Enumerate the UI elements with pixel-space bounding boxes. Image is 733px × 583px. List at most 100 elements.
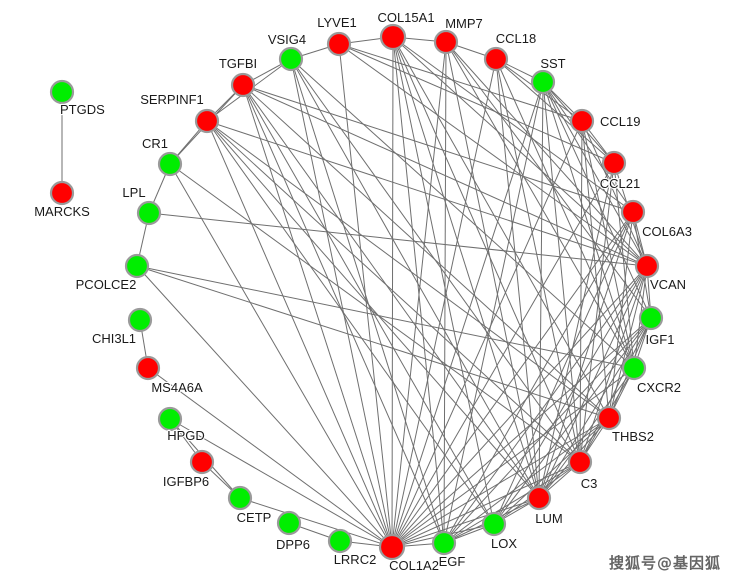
node-vsig4[interactable] bbox=[278, 46, 304, 72]
node-ccl18[interactable] bbox=[483, 46, 509, 72]
node-tgfbi[interactable] bbox=[230, 72, 256, 98]
edge bbox=[443, 265, 648, 544]
edge bbox=[495, 58, 615, 164]
edge bbox=[392, 36, 581, 463]
edge bbox=[538, 367, 635, 499]
edge bbox=[391, 367, 635, 548]
edge bbox=[542, 81, 634, 213]
edge bbox=[391, 162, 615, 548]
node-lrrc2[interactable] bbox=[327, 528, 353, 554]
edge bbox=[445, 41, 635, 369]
edge bbox=[338, 43, 615, 164]
edge bbox=[613, 162, 635, 369]
edge bbox=[392, 36, 634, 213]
node-hpgd[interactable] bbox=[157, 406, 183, 432]
edge bbox=[169, 163, 393, 548]
edge bbox=[542, 81, 581, 463]
edge bbox=[391, 417, 610, 548]
node-label-c3: C3 bbox=[581, 476, 598, 491]
node-thbs2[interactable] bbox=[596, 405, 622, 431]
node-ccl19[interactable] bbox=[569, 108, 595, 134]
node-marcks[interactable] bbox=[49, 180, 75, 206]
node-egf[interactable] bbox=[431, 530, 457, 556]
node-ms4a6a[interactable] bbox=[135, 355, 161, 381]
edge bbox=[391, 497, 540, 548]
edge bbox=[338, 43, 583, 122]
node-igfbp6[interactable] bbox=[189, 449, 215, 475]
node-label-vsig4: VSIG4 bbox=[268, 32, 306, 47]
edge bbox=[538, 265, 648, 499]
node-serpinf1[interactable] bbox=[194, 108, 220, 134]
nodes-layer bbox=[49, 23, 664, 561]
edge bbox=[290, 58, 635, 369]
node-col15a1[interactable] bbox=[379, 23, 407, 51]
edge bbox=[581, 120, 648, 267]
edge bbox=[147, 367, 393, 548]
edge bbox=[391, 41, 447, 548]
edge bbox=[206, 120, 610, 419]
edges-layer bbox=[61, 36, 652, 548]
node-label-marcks: MARCKS bbox=[34, 204, 90, 219]
node-cxcr2[interactable] bbox=[621, 355, 647, 381]
edge bbox=[392, 36, 495, 525]
node-label-serpinf1: SERPINF1 bbox=[140, 92, 204, 107]
edge bbox=[391, 317, 652, 548]
node-sst[interactable] bbox=[530, 69, 556, 95]
edge bbox=[206, 120, 540, 499]
node-label-lyve1: LYVE1 bbox=[317, 15, 357, 30]
node-c3[interactable] bbox=[567, 449, 593, 475]
edge bbox=[206, 120, 393, 548]
edge bbox=[493, 317, 652, 525]
node-lyve1[interactable] bbox=[326, 31, 352, 57]
node-ccl21[interactable] bbox=[601, 150, 627, 176]
node-pcolce2[interactable] bbox=[124, 253, 150, 279]
edge bbox=[391, 120, 583, 548]
edge bbox=[579, 162, 615, 463]
node-label-col6a3: COL6A3 bbox=[642, 224, 692, 239]
edge bbox=[391, 461, 581, 548]
node-cr1[interactable] bbox=[157, 151, 183, 177]
edge bbox=[338, 43, 393, 548]
node-label-ms4a6a: MS4A6A bbox=[151, 380, 203, 395]
edge bbox=[443, 211, 634, 544]
node-label-vcan: VCAN bbox=[650, 277, 686, 292]
node-ptgds[interactable] bbox=[49, 79, 75, 105]
edge bbox=[239, 497, 393, 548]
edge bbox=[391, 265, 648, 548]
node-lox[interactable] bbox=[481, 511, 507, 537]
edge bbox=[136, 265, 635, 369]
node-label-cxcr2: CXCR2 bbox=[637, 380, 681, 395]
edge bbox=[290, 58, 393, 548]
edge bbox=[136, 265, 393, 548]
edge bbox=[495, 58, 635, 369]
node-vcan[interactable] bbox=[634, 253, 660, 279]
edge bbox=[542, 81, 652, 319]
edge bbox=[495, 58, 540, 499]
edge bbox=[290, 58, 581, 463]
node-cetp[interactable] bbox=[227, 485, 253, 511]
edge bbox=[391, 58, 497, 548]
edge bbox=[493, 211, 634, 525]
node-dpp6[interactable] bbox=[276, 510, 302, 536]
node-label-cetp: CETP bbox=[237, 510, 272, 525]
node-lpl[interactable] bbox=[136, 200, 162, 226]
node-col1a2[interactable] bbox=[378, 533, 406, 561]
node-chi3l1[interactable] bbox=[127, 307, 153, 333]
watermark: 搜狐号@基因狐 bbox=[608, 554, 721, 572]
node-col6a3[interactable] bbox=[620, 199, 646, 225]
edge bbox=[445, 41, 540, 499]
node-label-col1a2: COL1A2 bbox=[389, 558, 439, 573]
edge bbox=[392, 36, 540, 499]
node-igf1[interactable] bbox=[638, 305, 664, 331]
node-lum[interactable] bbox=[526, 485, 552, 511]
edge bbox=[206, 120, 495, 525]
edge bbox=[443, 81, 544, 544]
node-mmp7[interactable] bbox=[433, 29, 459, 55]
edge bbox=[495, 58, 581, 463]
edge bbox=[493, 265, 648, 525]
edge bbox=[242, 84, 634, 213]
node-label-chi3l1: CHI3L1 bbox=[92, 331, 136, 346]
edge bbox=[391, 36, 394, 548]
